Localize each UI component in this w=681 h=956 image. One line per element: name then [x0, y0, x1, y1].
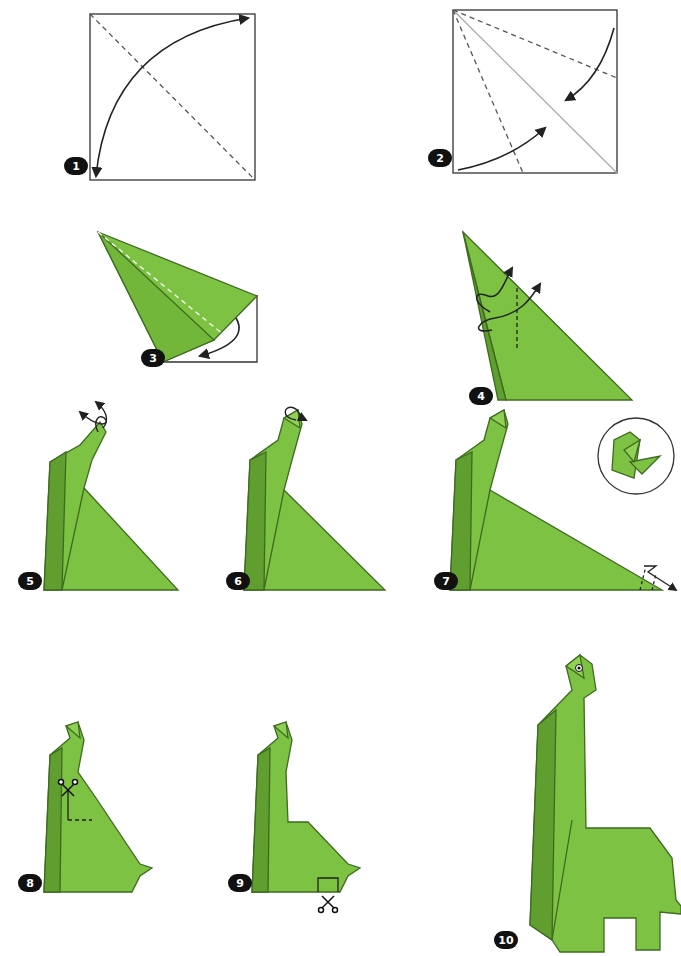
step-7-figure — [450, 410, 676, 590]
step-6-figure — [244, 407, 385, 590]
step-number: 4 — [469, 387, 493, 405]
step-8-figure — [44, 722, 152, 892]
step-4-triangle — [463, 232, 632, 400]
step-number: 9 — [228, 874, 252, 892]
step-number: 1 — [64, 157, 88, 175]
step-number: 2 — [428, 149, 452, 167]
step-number: 10 — [494, 931, 518, 949]
step-number: 8 — [18, 874, 42, 892]
step-number: 3 — [141, 349, 165, 367]
step-3-kite — [98, 232, 257, 362]
step-5-figure — [44, 402, 178, 590]
step-9-figure — [252, 722, 360, 913]
step-number: 5 — [18, 572, 42, 590]
step-1-square — [90, 14, 255, 180]
step-2-square — [453, 10, 617, 173]
step-number: 6 — [226, 572, 250, 590]
step-number: 7 — [434, 572, 458, 590]
step-10-dinosaur — [530, 655, 681, 952]
